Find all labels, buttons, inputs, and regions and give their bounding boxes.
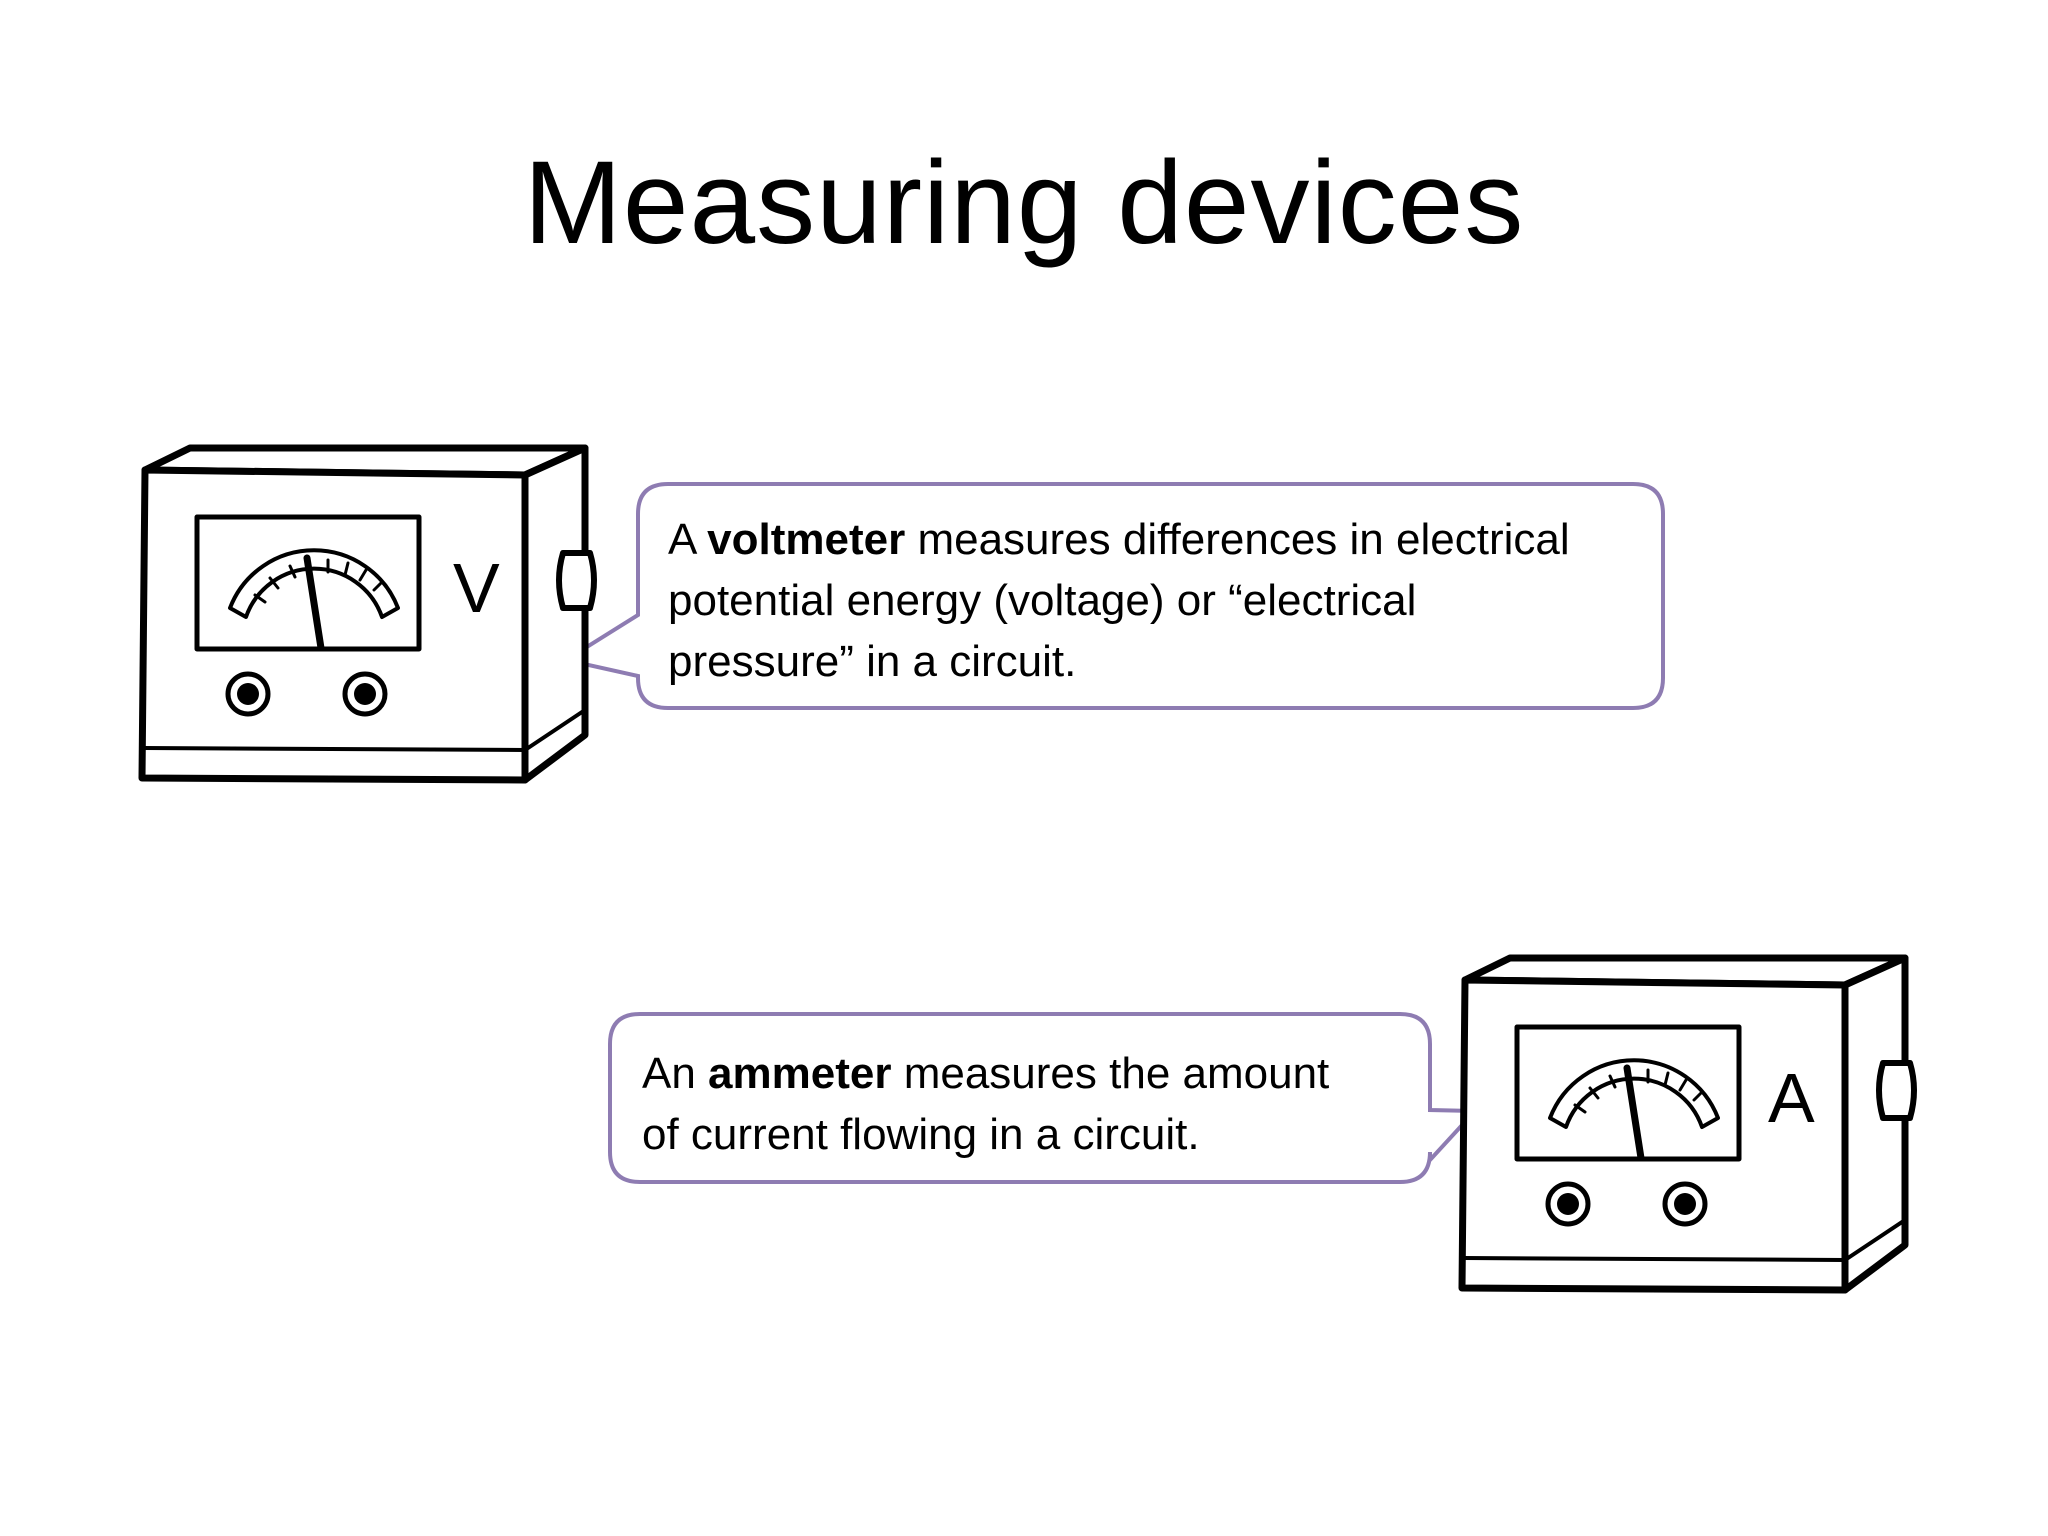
- voltmeter-callout-line1: measures differences in electrical: [905, 515, 1570, 564]
- voltmeter-dial-scale: [228, 548, 400, 619]
- voltmeter-base-strip: [142, 746, 527, 752]
- ammeter-dial-scale: [1548, 1058, 1720, 1129]
- ammeter-base-strip: [1462, 1256, 1847, 1262]
- ammeter-callout-text: An ammeter measures the amount of current…: [642, 1043, 1442, 1165]
- voltmeter-callout-line3: pressure” in a circuit.: [668, 637, 1077, 686]
- ammeter-dial-window: [1514, 1024, 1742, 1162]
- voltmeter-callout-text: A voltmeter measures differences in elec…: [668, 509, 1668, 692]
- voltmeter-callout-line2: potential energy (voltage) or “electrica…: [668, 576, 1417, 625]
- voltmeter-terminal-left: [225, 671, 271, 717]
- ammeter-terminal-left: [1545, 1181, 1591, 1227]
- ammeter-case-side: [1841, 954, 1909, 1294]
- slide-title: Measuring devices: [523, 137, 1525, 269]
- voltmeter-needle: [303, 554, 325, 652]
- voltmeter-term: voltmeter: [707, 515, 906, 564]
- ammeter-callout-lead: An: [642, 1049, 709, 1098]
- ammeter-illustration: A: [1458, 954, 1917, 1294]
- voltmeter-illustration: V: [138, 444, 597, 784]
- voltmeter-side-knob: [556, 550, 597, 611]
- ammeter-terminal-right: [1662, 1181, 1708, 1227]
- ammeter-needle: [1623, 1064, 1645, 1162]
- voltmeter-dial-window: [194, 514, 422, 652]
- ammeter-letter: A: [1768, 1059, 1815, 1137]
- voltmeter-callout-lead: A: [668, 515, 708, 564]
- voltmeter-case-side: [521, 444, 589, 784]
- ammeter-side-knob: [1876, 1060, 1917, 1121]
- ammeter-callout-line2: of current flowing in a circuit.: [642, 1110, 1200, 1159]
- ammeter-callout-line1: measures the amount: [891, 1049, 1330, 1098]
- voltmeter-terminal-right: [342, 671, 388, 717]
- voltmeter-letter: V: [453, 549, 500, 627]
- ammeter-term: ammeter: [708, 1049, 892, 1098]
